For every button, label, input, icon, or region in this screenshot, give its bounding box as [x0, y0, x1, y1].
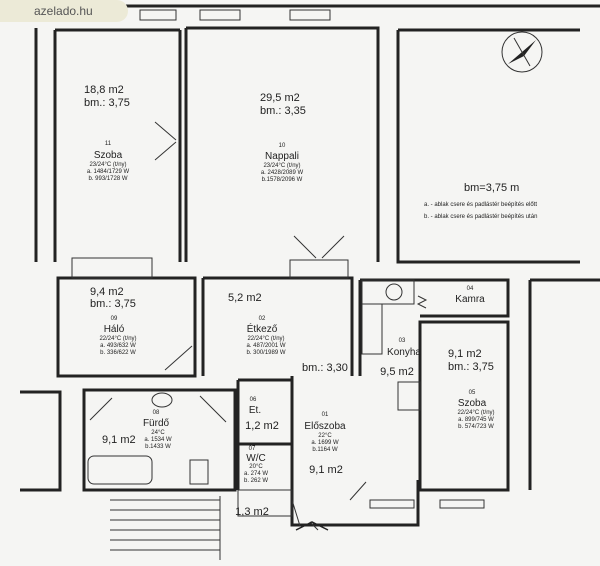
wall [396, 30, 580, 264]
room-01-number: 01 [321, 412, 329, 418]
room-01-b: b.1164 W [312, 447, 338, 453]
room-03-area: 9,5 m2 [380, 366, 414, 378]
room-05-area: 9,1 m2 [448, 348, 482, 360]
legend-a: a. - ablak csere és padlástér beépítés e… [424, 202, 538, 208]
window [199, 9, 241, 21]
sink-counter [361, 279, 415, 305]
stove [397, 381, 421, 411]
room-10-name: Nappali [265, 151, 299, 162]
legend-b: b. - ablak csere és padlástér beépítés u… [424, 214, 538, 220]
room-02-temp: 22/24°C (t/ny) [247, 336, 285, 342]
door [291, 499, 319, 531]
door [293, 235, 345, 259]
room-10-area: 29,5 m2 [260, 92, 300, 104]
legend-height: bm=3,75 m [464, 182, 520, 194]
room-06-name: Et. [248, 405, 262, 416]
room-09-temp: 22/24°C (t/ny) [99, 336, 137, 342]
room-02-a: a. 487/2001 W [246, 343, 286, 349]
room-07-temp: 20°C [249, 464, 263, 470]
room-09-area: 9,4 m2 [90, 286, 124, 298]
door [89, 395, 227, 423]
room-10-temp: 23/24°C (t/ny) [263, 163, 301, 169]
room-07-name: W/C [246, 453, 266, 464]
room-11-b: b. 993/1728 W [88, 176, 128, 182]
room-08-b: b.1433 W [145, 444, 171, 450]
room-10-number: 10 [278, 143, 286, 149]
stair-landing [237, 489, 293, 517]
stairs [110, 499, 220, 551]
room-06-number: 06 [249, 397, 257, 403]
sink [385, 283, 403, 301]
room-07-number: 07 [248, 446, 256, 452]
room-10-height: bm.: 3,35 [260, 105, 306, 117]
basin [151, 392, 173, 408]
wall [20, 390, 62, 492]
room-01-temp: 22°C [318, 433, 332, 439]
entrance-marker [295, 521, 329, 531]
window [369, 499, 415, 509]
toilet [189, 459, 209, 485]
room-04-number: 04 [466, 286, 474, 292]
room-02-b: b. 300/1989 W [246, 350, 286, 356]
room-02-area: 5,2 m2 [228, 292, 262, 304]
window [439, 499, 485, 509]
wall [203, 276, 354, 376]
room-02-number: 02 [258, 316, 266, 322]
door [154, 121, 177, 161]
window [139, 9, 177, 21]
room-05-height: bm.: 3,75 [448, 361, 494, 373]
room-11-number: 11 [104, 141, 112, 147]
wall [82, 388, 237, 492]
room-08-number: 08 [152, 410, 160, 416]
room-10-a: a. 2428/2089 W [260, 170, 304, 176]
room-08-a: a. 1534 W [144, 437, 172, 443]
room-08-area: 9,1 m2 [102, 434, 136, 446]
room-09-b: b. 336/622 W [100, 350, 136, 356]
room-05-number: 05 [468, 390, 476, 396]
bathtub [87, 455, 153, 485]
room-10-b: b.1578/2096 W [261, 177, 303, 183]
room-09-number: 09 [110, 316, 118, 322]
room-11-a: a. 1484/1729 W [86, 169, 130, 175]
wall [360, 278, 510, 318]
door-frame [289, 259, 349, 279]
door [349, 481, 367, 501]
room-03-number: 03 [398, 338, 406, 344]
room-11-temp: 23/24°C (t/ny) [89, 162, 127, 168]
vent [416, 295, 428, 309]
door [164, 345, 193, 371]
room-01-name: Előszoba [304, 421, 346, 432]
site-badge: azelado.hu [0, 0, 128, 22]
room-03-name: Konyha [387, 347, 421, 358]
room-11-name: Szoba [93, 150, 123, 161]
counter [361, 303, 383, 355]
stair-area: 1,3 m2 [235, 506, 269, 518]
room-08-temp: 24°C [151, 430, 165, 436]
room-06-area: 1,2 m2 [245, 420, 279, 432]
room-05-temp: 22/24°C (t/ny) [457, 410, 495, 416]
room-08-name: Fürdő [142, 418, 170, 429]
room-01-area: 9,1 m2 [309, 464, 343, 476]
room-07-a: a. 274 W [243, 471, 269, 477]
room-01-a: a. 1699 W [311, 440, 339, 446]
wall [290, 376, 420, 527]
room-11-area: 18,8 m2 [84, 84, 124, 96]
room-05-a: a. 899/745 W [458, 417, 494, 423]
room-11-height: bm.: 3,75 [84, 97, 130, 109]
room-02-height: bm.: 3,30 [302, 362, 348, 374]
room-05-b: b. 574/723 W [458, 424, 494, 430]
wall [186, 26, 380, 262]
room-09-height: bm.: 3,75 [90, 298, 136, 310]
room-07-b: b. 262 W [243, 478, 269, 484]
room-02-name: Étkező [246, 324, 278, 335]
room-05-name: Szoba [457, 398, 487, 409]
window [289, 9, 331, 21]
compass-icon [501, 31, 543, 73]
room-09-name: Háló [103, 324, 125, 335]
room-09-a: a. 493/632 W [100, 343, 136, 349]
room-04-name: Kamra [455, 294, 485, 305]
window [71, 257, 153, 279]
wall [418, 320, 510, 492]
